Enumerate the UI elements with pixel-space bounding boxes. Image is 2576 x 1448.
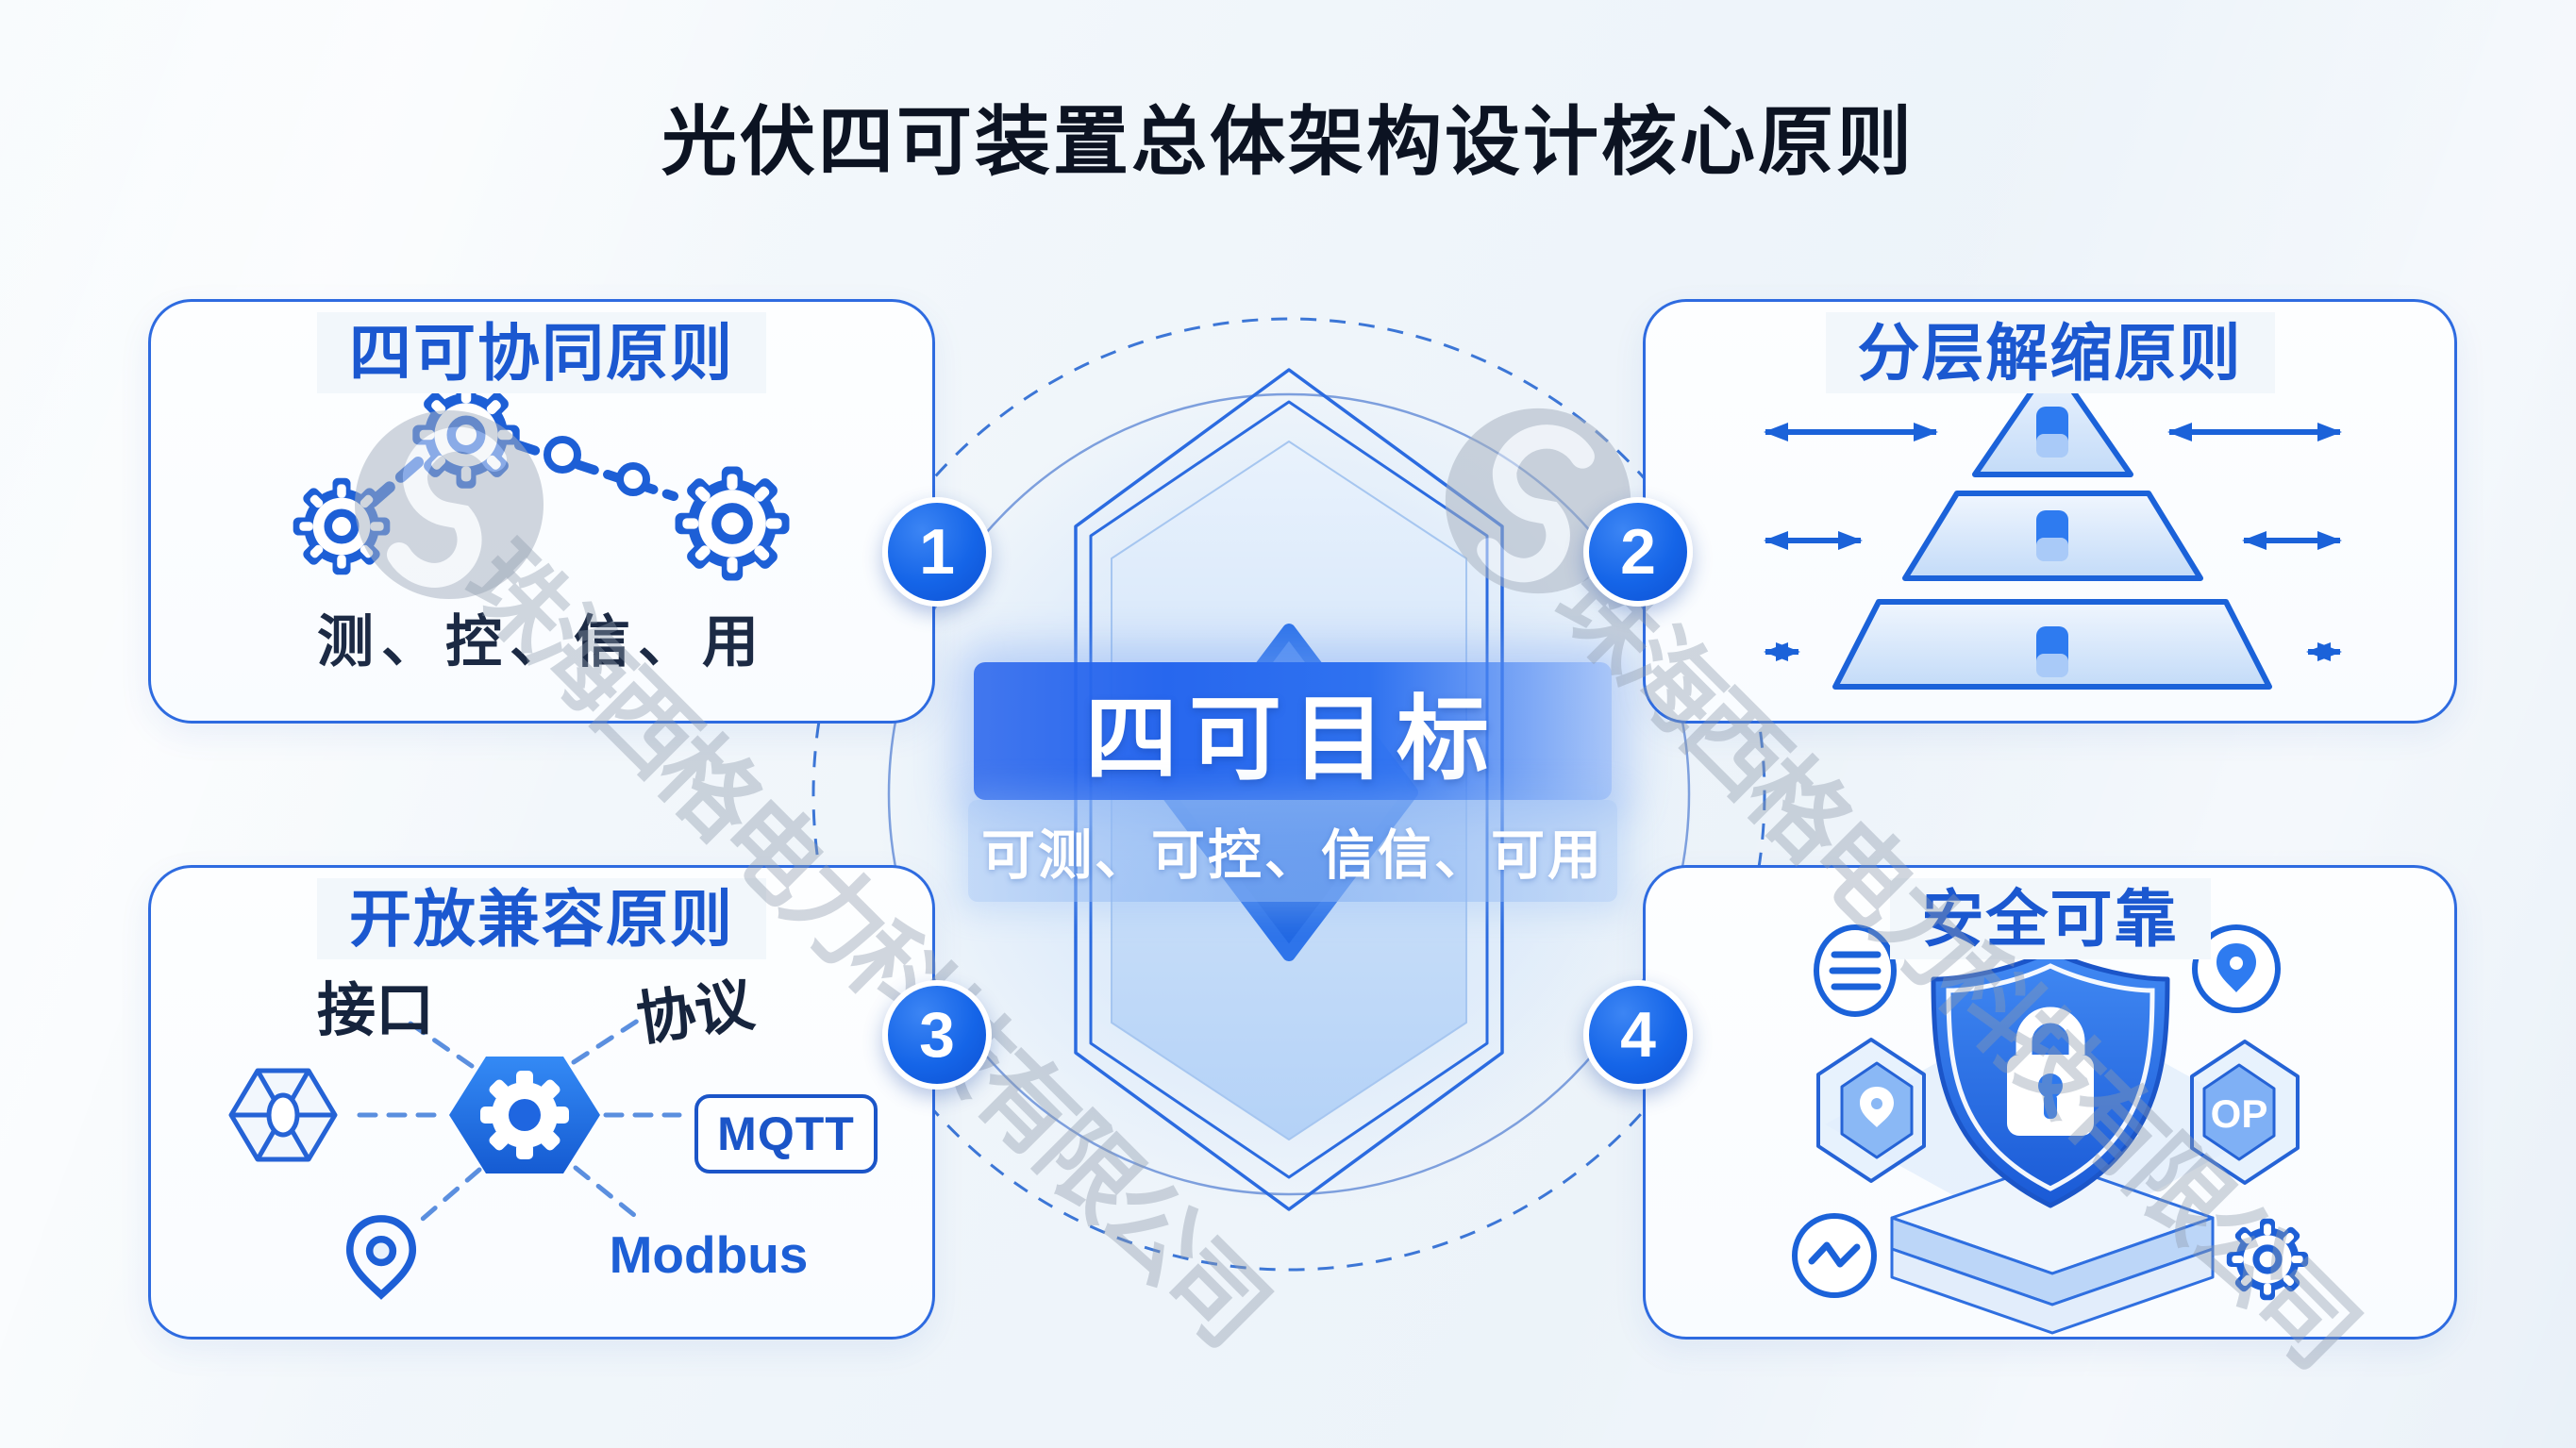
gear-icon (2227, 1219, 2308, 1300)
gear-icon (676, 467, 790, 581)
goal-banner: 四可目标 (974, 662, 1612, 800)
card-security-title: 安全可靠 (1889, 877, 2211, 959)
hexagon-gear-icon (449, 1057, 600, 1173)
pulse-wave-icon (1792, 1213, 1877, 1298)
modbus-label: Modbus (609, 1225, 809, 1284)
card-layered: 分层解缩原则 (1643, 299, 2457, 724)
level-markers (2036, 407, 2068, 677)
link-ring-icon (616, 462, 650, 496)
list-icon (1814, 924, 1897, 1017)
gear-icon (293, 478, 391, 575)
card-open-title: 开放兼容原则 (317, 877, 766, 959)
step-badge-2: 2 (1583, 497, 1693, 607)
goal-subtitle-banner: 可测、可控、信信、可用 (968, 800, 1617, 902)
step-badge-3: 3 (882, 980, 992, 1090)
step-badge-4: 4 (1583, 980, 1693, 1090)
location-pin-icon (350, 1219, 413, 1295)
interface-label: 接口 (316, 978, 434, 1043)
goal-subtitle: 可测、可控、信信、可用 (981, 825, 1604, 886)
card-open: 开放兼容原则 接口 协议 (148, 865, 935, 1340)
cube-wireframe-icon (228, 1068, 338, 1162)
dashed-link (514, 441, 678, 501)
card-synergy: 四可协同原则 测、控、信、用 (148, 299, 935, 724)
gear-icon (412, 381, 519, 488)
page-title: 光伏四可装置总体架构设计核心原则 (661, 100, 1915, 184)
card-layered-title: 分层解缩原则 (1825, 311, 2275, 393)
card-synergy-caption: 测、控、信、用 (317, 610, 766, 674)
goal-title: 四可目标 (1084, 687, 1500, 791)
mqtt-protocol-box: MQTT (694, 1094, 878, 1173)
step-badge-1: 1 (882, 497, 992, 607)
card-security: 安全可靠 OP (1643, 865, 2457, 1340)
card-synergy-title: 四可协同原则 (317, 311, 766, 393)
op-label: OP (2211, 1091, 2268, 1136)
link-ring-icon (544, 436, 581, 474)
